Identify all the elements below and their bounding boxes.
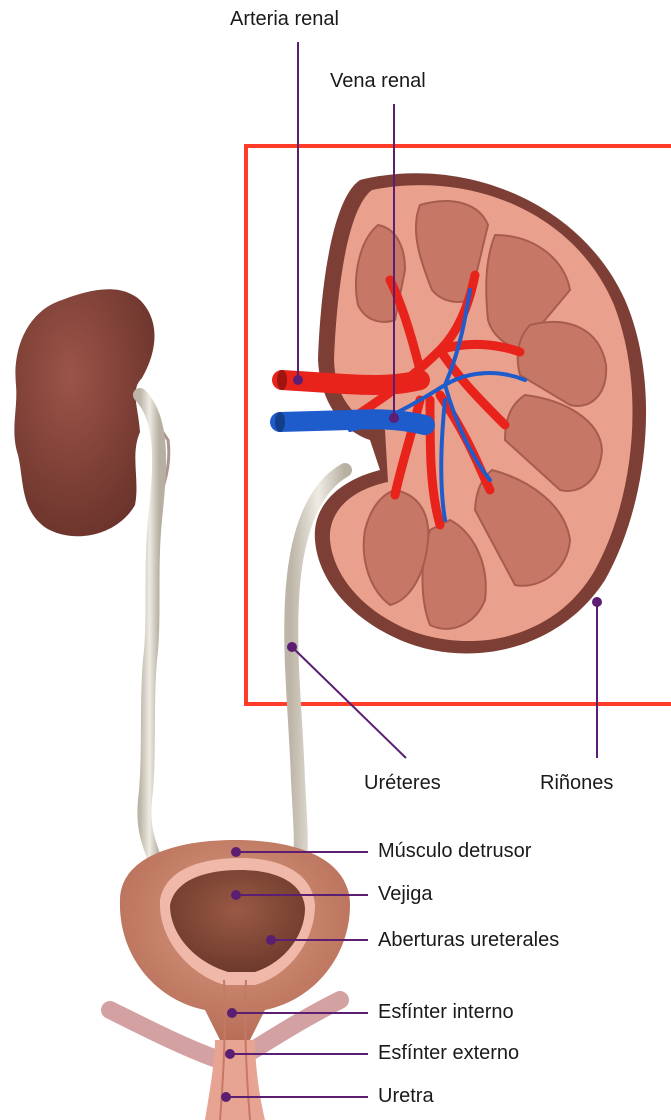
label-esfinter-interno: Esfínter interno xyxy=(378,1001,514,1023)
label-ureteres: Uréteres xyxy=(364,772,441,794)
label-aberturas-ureterales: Aberturas ureterales xyxy=(378,929,559,951)
renal-vein xyxy=(280,419,425,425)
label-vena-renal: Vena renal xyxy=(330,70,426,92)
label-esfinter-externo: Esfínter externo xyxy=(378,1042,519,1064)
label-musculo-detrusor: Músculo detrusor xyxy=(378,840,531,862)
bladder-illustration xyxy=(120,840,350,1120)
label-rinones: Riñones xyxy=(540,772,613,794)
pelvic-muscle-left xyxy=(110,1010,220,1060)
label-arteria-renal: Arteria renal xyxy=(230,8,339,30)
label-vejiga: Vejiga xyxy=(378,883,433,905)
label-uretra: Uretra xyxy=(378,1085,434,1107)
ureter-left xyxy=(140,395,159,860)
